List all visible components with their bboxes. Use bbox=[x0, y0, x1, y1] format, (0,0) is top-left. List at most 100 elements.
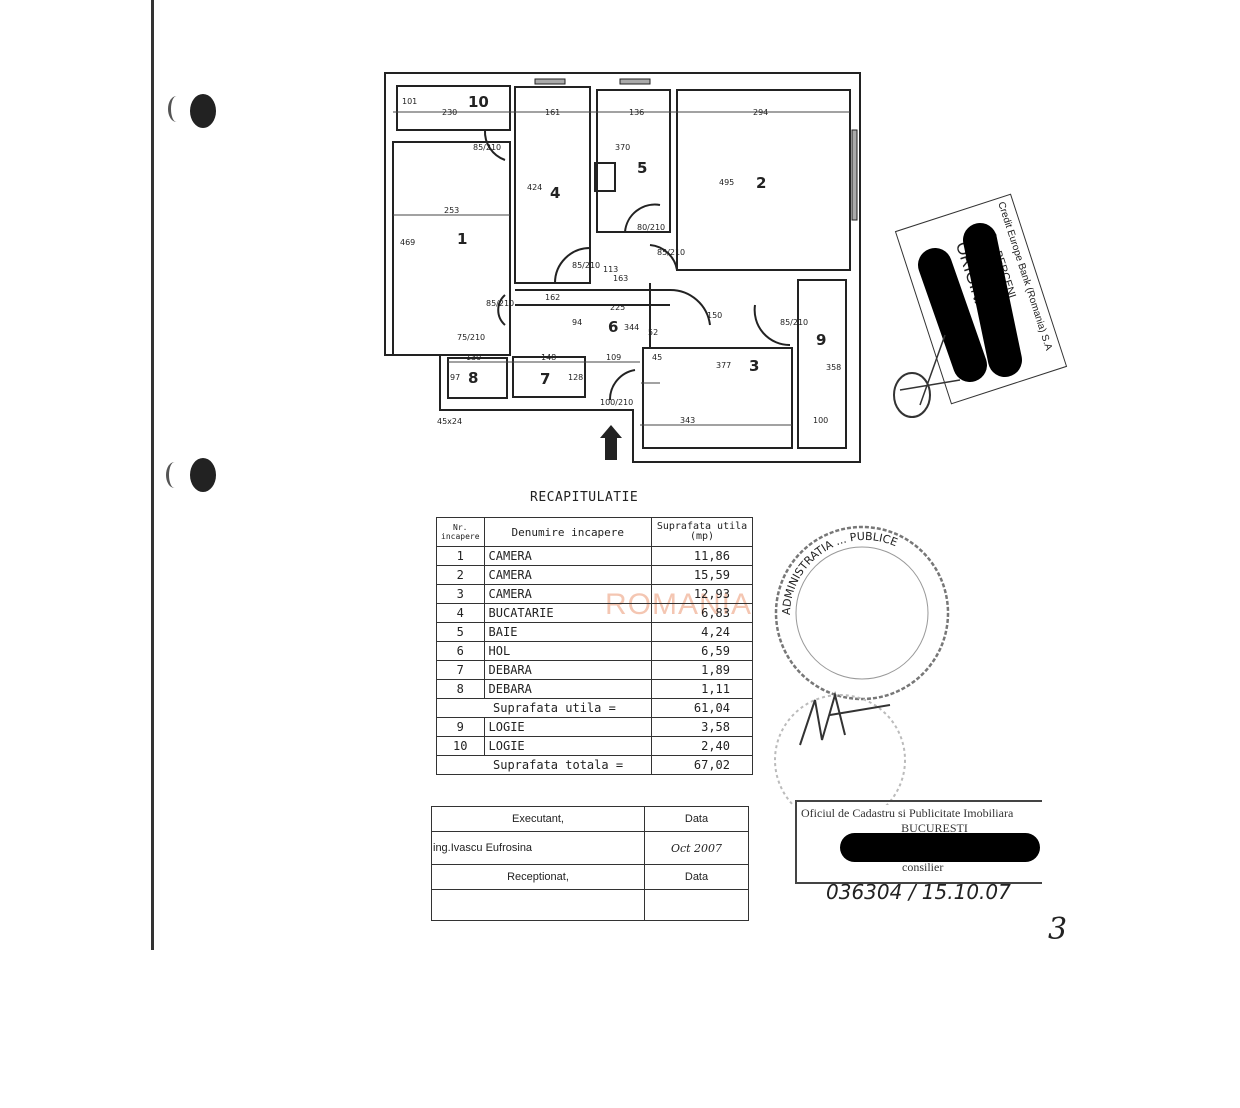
useful-area-label: Suprafata utila = bbox=[436, 698, 652, 718]
row-area: 12,93 bbox=[651, 584, 753, 604]
window bbox=[534, 78, 566, 85]
dimension-label: 101 bbox=[402, 97, 417, 106]
row-area: 6,59 bbox=[651, 641, 753, 661]
svg-text:ADMINISTRATIA ... PUBLICE: ADMINISTRATIA ... PUBLICE bbox=[780, 530, 899, 615]
row-nr: 8 bbox=[436, 679, 485, 699]
dimension-label: 128 bbox=[568, 373, 583, 382]
dimension-label: 343 bbox=[680, 416, 695, 425]
dimension-label: 495 bbox=[719, 178, 734, 187]
room-label: 5 bbox=[637, 159, 647, 177]
room-10-walls bbox=[396, 85, 511, 131]
header-nr: Nr. incapere bbox=[436, 517, 485, 547]
door-arc bbox=[497, 294, 506, 326]
row-name: HOL bbox=[483, 641, 653, 661]
door-label: 85/210 bbox=[572, 261, 600, 270]
dimension-label: 45x24 bbox=[437, 417, 462, 426]
door-label: 85/210 bbox=[473, 143, 501, 152]
dimension-label: 97 bbox=[450, 373, 460, 382]
room-7-walls bbox=[512, 356, 586, 398]
entrance-arrow-icon bbox=[600, 425, 622, 460]
room-label: 7 bbox=[540, 370, 550, 388]
door-label: 85/210 bbox=[657, 248, 685, 257]
window bbox=[619, 78, 651, 85]
punch-hole bbox=[190, 94, 216, 128]
door-label: 100/210 bbox=[600, 398, 633, 407]
row-name: DEBARA bbox=[483, 660, 653, 680]
dimension-label: 370 bbox=[615, 143, 630, 152]
dimension-label: 109 bbox=[606, 353, 621, 362]
dimension-label: 113 bbox=[603, 265, 618, 274]
summary-table: Nr. incapere Denumire incapere Suprafata… bbox=[436, 517, 753, 775]
dimension-label: 45 bbox=[652, 353, 662, 362]
room-label: 1 bbox=[457, 230, 467, 248]
dimension-label: 163 bbox=[613, 274, 628, 283]
door-arc bbox=[649, 244, 678, 271]
row-name: CAMERA bbox=[483, 584, 653, 604]
row-area: 3,58 bbox=[651, 717, 753, 737]
dimension-label: 230 bbox=[442, 108, 457, 117]
dimension-label: 344 bbox=[624, 323, 639, 332]
dimension-label: 100 bbox=[813, 416, 828, 425]
received-signature-cell bbox=[431, 889, 645, 921]
cadastre-stamp: Oficiul de Cadastru si Publicitate Imobi… bbox=[795, 800, 1042, 884]
row-area: 15,59 bbox=[651, 565, 753, 585]
received-date-cell bbox=[644, 889, 749, 921]
page-mark: 3 bbox=[1048, 912, 1068, 947]
round-stamp: ADMINISTRATIA ... PUBLICE bbox=[774, 525, 950, 805]
summary-title: RECAPITULATIE bbox=[530, 490, 639, 505]
dimension-label: 94 bbox=[572, 318, 582, 327]
header-area: Suprafata utila (mp) bbox=[651, 517, 753, 547]
executant-date: Oct 2007 bbox=[644, 831, 749, 865]
room-label: 3 bbox=[749, 357, 759, 375]
row-name: BUCATARIE bbox=[483, 603, 653, 623]
floor-plan: 10 1 2 3 4 5 6 7 8 9 230 161 136 294 101… bbox=[384, 72, 861, 463]
dimension-label: 469 bbox=[400, 238, 415, 247]
room-8-walls bbox=[447, 357, 508, 399]
door-arc bbox=[669, 288, 711, 326]
room-label: 4 bbox=[550, 184, 560, 202]
dimension-label: 136 bbox=[629, 108, 644, 117]
row-area: 6,83 bbox=[651, 603, 753, 623]
row-nr: 3 bbox=[436, 584, 485, 604]
punch-hole-ring bbox=[166, 462, 183, 488]
received-label: Receptionat, bbox=[431, 864, 645, 890]
dimension-label: 130 bbox=[466, 353, 481, 362]
room-label: 9 bbox=[816, 331, 826, 349]
office-line3: consilier bbox=[902, 860, 944, 874]
dimension-label: 148 bbox=[541, 353, 556, 362]
received-date-label: Data bbox=[644, 864, 749, 890]
row-nr: 10 bbox=[436, 736, 485, 756]
registration-number: 036304 / 15.10.07 bbox=[826, 880, 1011, 904]
door-label: 85/210 bbox=[780, 318, 808, 327]
row-name: DEBARA bbox=[483, 679, 653, 699]
room-label: 6 bbox=[608, 318, 618, 336]
dimension-label: 424 bbox=[527, 183, 542, 192]
page-margin-line bbox=[151, 0, 154, 950]
door-label: 80/210 bbox=[637, 223, 665, 232]
dimension-label: 150 bbox=[707, 311, 722, 320]
row-area: 1,11 bbox=[651, 679, 753, 699]
row-area: 1,89 bbox=[651, 660, 753, 680]
dimension-label: 161 bbox=[545, 108, 560, 117]
room-2-walls bbox=[676, 89, 851, 271]
date-label: Data bbox=[644, 806, 749, 832]
useful-area-value: 61,04 bbox=[651, 698, 753, 718]
row-name: LOGIE bbox=[483, 717, 653, 737]
door-arc bbox=[624, 203, 661, 233]
room-1-walls bbox=[392, 141, 511, 356]
dimension-label: 377 bbox=[716, 361, 731, 370]
executant-label: Executant, bbox=[431, 806, 645, 832]
redaction-bar bbox=[840, 833, 1040, 862]
office-line2: BUCURESTI bbox=[901, 821, 968, 835]
punch-hole-ring bbox=[168, 96, 185, 122]
row-nr: 5 bbox=[436, 622, 485, 642]
row-area: 4,24 bbox=[651, 622, 753, 642]
